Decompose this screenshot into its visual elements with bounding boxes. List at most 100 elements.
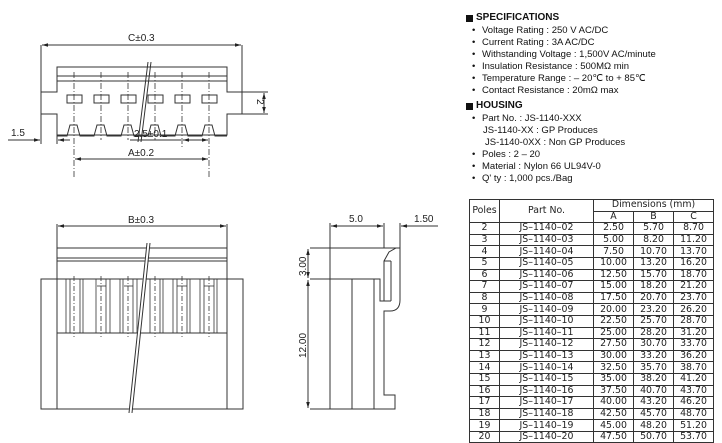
cell-c: 43.70 [673, 384, 714, 398]
cell-a: 20.00 [593, 303, 634, 316]
cell-part-no: JS–1140–03 [499, 233, 594, 247]
cell-b: 8.20 [633, 233, 674, 247]
cell-b: 48.20 [633, 419, 674, 432]
cell-a: 5.00 [593, 233, 634, 247]
top-view [8, 43, 268, 178]
cell-c: 48.70 [673, 407, 714, 421]
cell-c: 18.70 [673, 268, 714, 282]
dim-lip-label: 1.50 [414, 214, 434, 225]
cell-a: 17.50 [593, 291, 634, 305]
dim-width-label: 5.0 [349, 214, 363, 225]
dim-b-label: B±0.3 [128, 215, 154, 226]
cell-a: 12.50 [593, 268, 634, 282]
spec-contact-resistance: Contact Resistance : 20mΩ max [466, 85, 716, 97]
dim-height-label: 2 [254, 99, 265, 105]
housing-part-no: Part No. : JS-1140-XXX [466, 113, 716, 125]
cell-a: 35.00 [593, 372, 634, 386]
cell-poles: 14 [469, 361, 500, 374]
cell-poles: 17 [469, 396, 500, 409]
cell-part-no: JS–1140–12 [499, 338, 594, 351]
dim-c-label: C±0.3 [128, 33, 155, 44]
housing-part-non-gp: JS-1140-0XX : Non GP Produces [485, 137, 626, 148]
side-view [306, 223, 438, 410]
header-b: B [633, 210, 674, 224]
cell-poles: 18 [469, 407, 500, 421]
cell-c: 28.70 [673, 314, 714, 328]
cell-c: 46.20 [673, 396, 714, 409]
housing-qty: Q' ty : 1,000 pcs./Bag [466, 173, 716, 185]
cell-part-no: JS–1140–11 [499, 326, 594, 340]
cell-b: 28.20 [633, 326, 674, 340]
cell-a: 27.50 [593, 338, 634, 351]
cell-part-no: JS–1140–14 [499, 361, 594, 374]
cell-poles: 13 [469, 349, 500, 363]
cell-a: 42.50 [593, 407, 634, 421]
cell-b: 40.70 [633, 384, 674, 398]
cell-a: 40.00 [593, 396, 634, 409]
cell-part-no: JS–1140–19 [499, 419, 594, 432]
dim-a-label: A±0.2 [128, 148, 154, 159]
cell-b: 15.70 [633, 268, 674, 282]
spec-insulation-resistance: Insulation Resistance : 500MΩ min [466, 61, 716, 73]
cell-a: 10.00 [593, 256, 634, 270]
cell-a: 15.00 [593, 280, 634, 293]
dim-top-label: 3.00 [298, 256, 309, 276]
cell-b: 35.70 [633, 361, 674, 374]
cell-b: 23.20 [633, 303, 674, 316]
front-view [40, 224, 244, 414]
cell-poles: 20 [469, 430, 500, 443]
square-bullet-icon [466, 102, 473, 110]
cell-b: 13.20 [633, 256, 674, 270]
cell-c: 16.20 [673, 256, 714, 270]
cell-poles: 10 [469, 314, 500, 328]
cell-poles: 19 [469, 419, 500, 432]
cell-c: 26.20 [673, 303, 714, 316]
cell-poles: 4 [469, 245, 500, 258]
cell-b: 33.20 [633, 349, 674, 363]
specifications-heading: SPECIFICATIONS [466, 12, 716, 24]
header-a: A [593, 210, 634, 224]
specifications-section: SPECIFICATIONS Voltage Rating : 250 V AC… [466, 12, 716, 97]
cell-part-no: JS–1140–09 [499, 303, 594, 316]
cell-part-no: JS–1140–20 [499, 430, 594, 443]
cell-a: 45.00 [593, 419, 634, 432]
housing-part-gp: JS-1140-XX : GP Produces [483, 125, 598, 136]
dim-body-label: 12.00 [298, 333, 309, 358]
cell-c: 41.20 [673, 372, 714, 386]
cell-a: 47.50 [593, 430, 634, 443]
cell-poles: 3 [469, 233, 500, 247]
header-poles: Poles [469, 198, 500, 224]
cell-c: 23.70 [673, 291, 714, 305]
cell-b: 45.70 [633, 407, 674, 421]
cell-c: 13.70 [673, 245, 714, 258]
housing-material: Material : Nylon 66 UL94V-0 [466, 161, 716, 173]
spec-withstanding-voltage: Withstanding Voltage : 1,500V AC/minute [466, 49, 716, 61]
spec-current-rating: Current Rating : 3A AC/DC [466, 37, 716, 49]
cell-a: 22.50 [593, 314, 634, 328]
header-dimensions: Dimensions (mm) [593, 199, 714, 212]
cell-c: 11.20 [673, 233, 714, 247]
cell-poles: 16 [469, 384, 500, 398]
cell-part-no: JS–1140–08 [499, 291, 594, 305]
cell-part-no: JS–1140–05 [499, 256, 594, 270]
cell-c: 33.70 [673, 338, 714, 351]
cell-poles: 5 [469, 256, 500, 270]
cell-part-no: JS–1140–15 [499, 372, 594, 386]
cell-b: 20.70 [633, 291, 674, 305]
